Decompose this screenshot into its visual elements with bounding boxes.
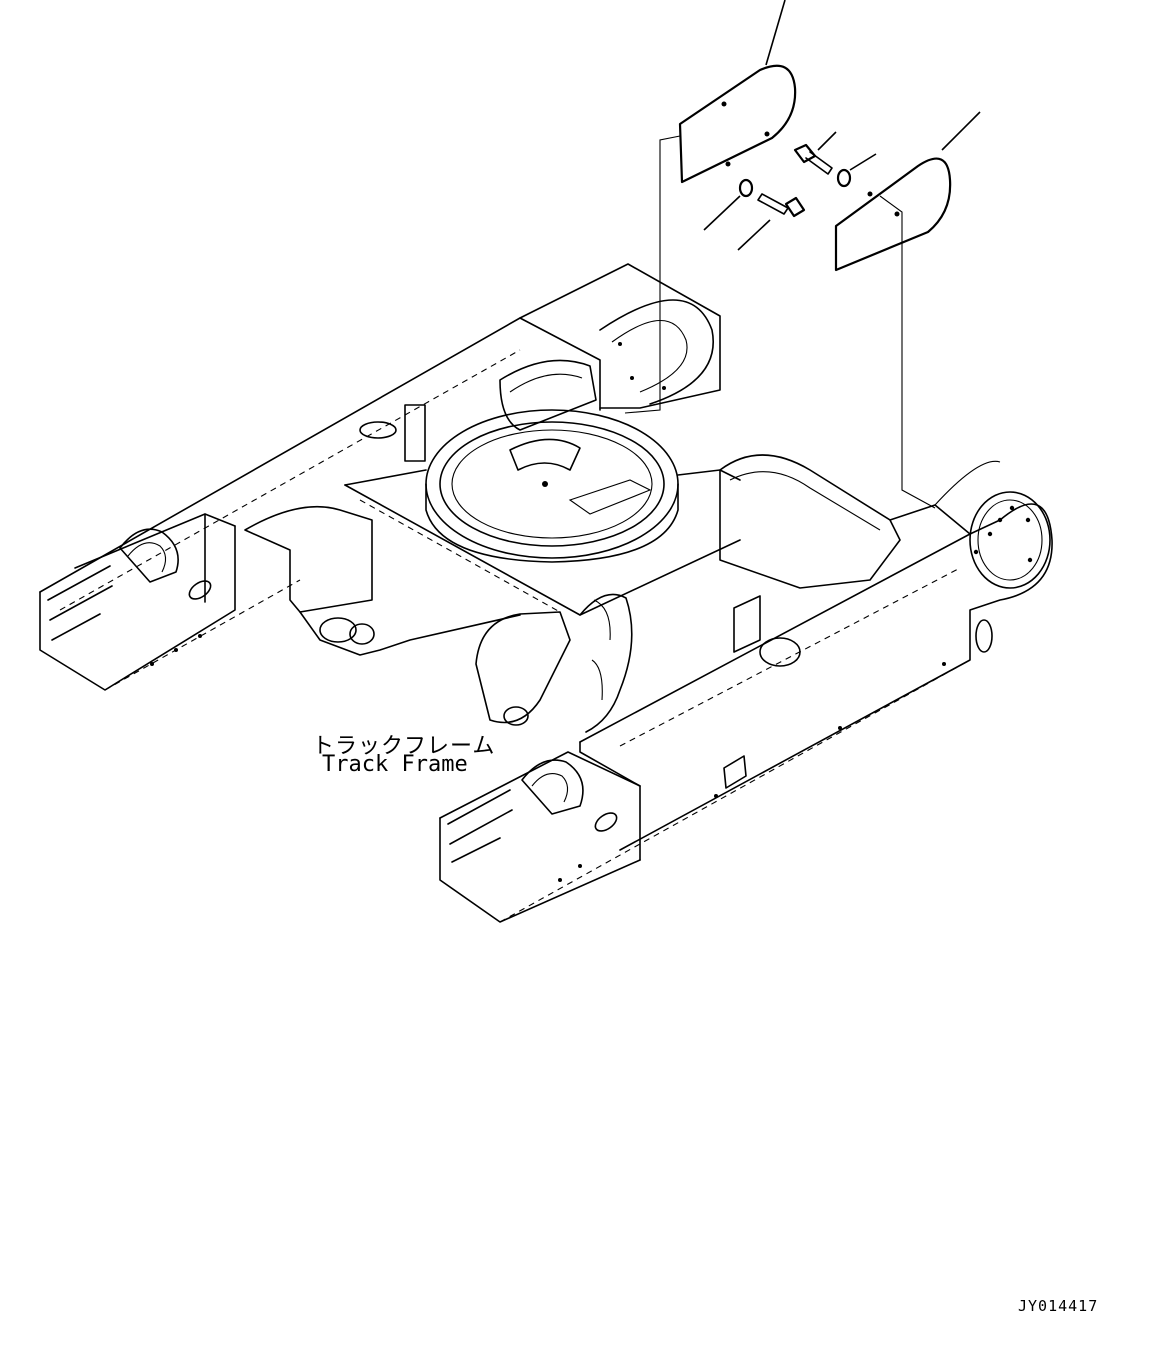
track-frame-body: [39, 263, 1053, 923]
bolt-upper: [793, 143, 833, 175]
bolt-lower: [757, 193, 806, 218]
drawing-id: JY014417: [1018, 1297, 1099, 1315]
track-frame-label-en: Track Frame: [322, 752, 468, 777]
assembly-line-left: [624, 135, 681, 414]
cover-plate-left: [678, 64, 797, 184]
washer-left: [738, 178, 754, 198]
leader-line-4: [737, 219, 771, 251]
leader-line-6: [849, 153, 877, 171]
leader-line-2: [941, 111, 981, 151]
cover-plate-right: [834, 157, 952, 272]
leader-line-5: [703, 195, 741, 231]
washer-right: [836, 168, 852, 188]
leader-line-3: [817, 131, 837, 151]
track-frame-label-jp: トラックフレーム: [312, 734, 496, 759]
leader-line-1: [765, 0, 786, 66]
assembly-line-right: [879, 195, 936, 509]
